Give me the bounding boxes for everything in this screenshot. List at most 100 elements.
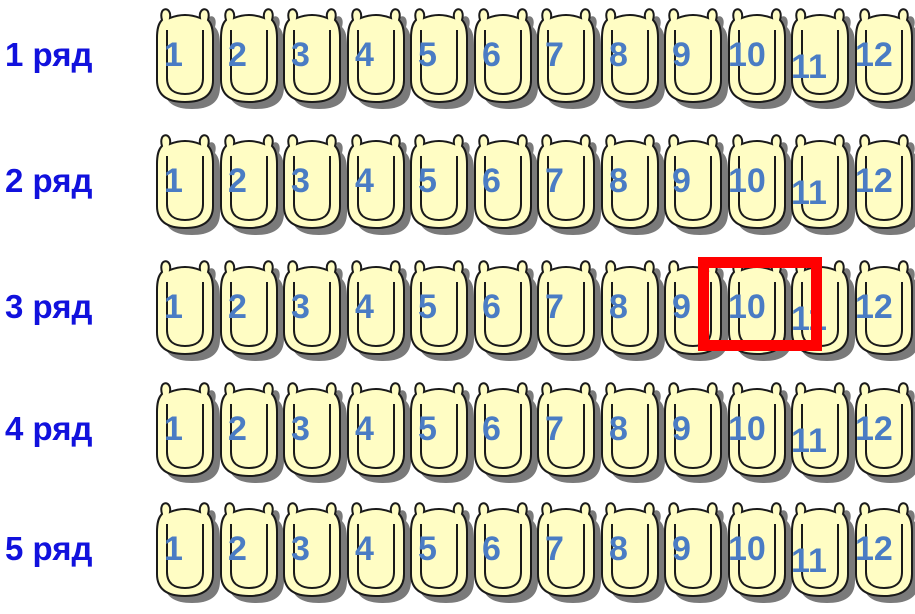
seat[interactable]: 11: [785, 374, 855, 486]
seat-chair-icon: [404, 252, 474, 364]
seat-row: 4 ряд123456789101112: [0, 374, 915, 486]
seat-number: 11: [791, 544, 827, 578]
seat-chair-icon: [468, 126, 538, 238]
seat-number: 8: [609, 412, 628, 446]
seat[interactable]: 9: [658, 374, 728, 486]
seat[interactable]: 2: [214, 0, 284, 112]
seat[interactable]: 7: [531, 494, 601, 606]
seat-number: 8: [609, 164, 628, 198]
seat-number: 12: [855, 164, 893, 198]
seat-row: 5 ряд123456789101112: [0, 494, 915, 606]
seat[interactable]: 12: [849, 494, 915, 606]
seat-chair-icon: [277, 0, 347, 112]
seat[interactable]: 11: [785, 126, 855, 238]
seat[interactable]: 2: [214, 252, 284, 364]
seat[interactable]: 4: [341, 374, 411, 486]
seat[interactable]: 8: [595, 494, 665, 606]
row-label: 3 ряд: [5, 290, 92, 323]
seat[interactable]: 6: [468, 494, 538, 606]
seat-number: 3: [291, 38, 310, 72]
seat[interactable]: 9: [658, 0, 728, 112]
seat[interactable]: 4: [341, 0, 411, 112]
seat[interactable]: 6: [468, 126, 538, 238]
seat[interactable]: 10: [722, 126, 792, 238]
seat-number: 5: [418, 290, 437, 324]
seat-chair-icon: [214, 494, 284, 606]
seat[interactable]: 3: [277, 374, 347, 486]
seat[interactable]: 9: [658, 494, 728, 606]
seat[interactable]: 2: [214, 374, 284, 486]
seat[interactable]: 3: [277, 126, 347, 238]
seat-number: 5: [418, 164, 437, 198]
seat[interactable]: 8: [595, 374, 665, 486]
seat[interactable]: 3: [277, 494, 347, 606]
seat[interactable]: 7: [531, 126, 601, 238]
row-label: 4 ряд: [5, 412, 92, 445]
seat-number: 9: [672, 532, 691, 566]
seat-chair-icon: [531, 494, 601, 606]
seat[interactable]: 1: [150, 252, 220, 364]
seat[interactable]: 11: [785, 494, 855, 606]
seat-number: 12: [855, 38, 893, 72]
seat-chair-icon: [658, 126, 728, 238]
seat[interactable]: 12: [849, 126, 915, 238]
seat-chair-icon: [404, 126, 474, 238]
seat-number: 5: [418, 38, 437, 72]
seat-number: 8: [609, 290, 628, 324]
seat[interactable]: 6: [468, 252, 538, 364]
seat[interactable]: 5: [404, 0, 474, 112]
seat[interactable]: 8: [595, 252, 665, 364]
seat[interactable]: 3: [277, 252, 347, 364]
seat[interactable]: 8: [595, 126, 665, 238]
seat[interactable]: 5: [404, 494, 474, 606]
seat[interactable]: 10: [722, 374, 792, 486]
seat-chair-icon: [468, 252, 538, 364]
seat[interactable]: 4: [341, 252, 411, 364]
seat-number: 10: [728, 164, 766, 198]
seat[interactable]: 12: [849, 374, 915, 486]
seat[interactable]: 5: [404, 252, 474, 364]
seat[interactable]: 7: [531, 0, 601, 112]
seat[interactable]: 5: [404, 374, 474, 486]
seat[interactable]: 11: [785, 0, 855, 112]
seat-chair-icon: [531, 252, 601, 364]
seat-chair-icon: [150, 126, 220, 238]
seat-number: 4: [355, 38, 374, 72]
seat-chair-icon: [595, 494, 665, 606]
seat-chair-icon: [531, 0, 601, 112]
seat[interactable]: 7: [531, 252, 601, 364]
seat[interactable]: 6: [468, 0, 538, 112]
seat[interactable]: 12: [849, 0, 915, 112]
seat-chair-icon: [150, 252, 220, 364]
seat[interactable]: 4: [341, 494, 411, 606]
seat-number: 3: [291, 412, 310, 446]
seat[interactable]: 2: [214, 126, 284, 238]
seat-chair-icon: [214, 126, 284, 238]
seat[interactable]: 6: [468, 374, 538, 486]
seat[interactable]: 3: [277, 0, 347, 112]
seat[interactable]: 12: [849, 252, 915, 364]
seat-number: 7: [545, 412, 564, 446]
seat[interactable]: 1: [150, 494, 220, 606]
seat-chair-icon: [468, 374, 538, 486]
seat-number: 7: [545, 290, 564, 324]
seat[interactable]: 5: [404, 126, 474, 238]
seat[interactable]: 10: [722, 494, 792, 606]
seat[interactable]: 2: [214, 494, 284, 606]
seat-number: 6: [482, 412, 501, 446]
seat[interactable]: 7: [531, 374, 601, 486]
seat-number: 10: [728, 532, 766, 566]
seat-number: 1: [164, 290, 183, 324]
seat[interactable]: 1: [150, 126, 220, 238]
seat-chair-icon: [341, 252, 411, 364]
seat[interactable]: 10: [722, 0, 792, 112]
seat[interactable]: 1: [150, 374, 220, 486]
seat-number: 12: [855, 532, 893, 566]
seat-chair-icon: [341, 0, 411, 112]
seat[interactable]: 8: [595, 0, 665, 112]
seat[interactable]: 9: [658, 126, 728, 238]
seat-chair-icon: [531, 374, 601, 486]
seat[interactable]: 4: [341, 126, 411, 238]
seat-number: 9: [672, 290, 691, 324]
seat[interactable]: 1: [150, 0, 220, 112]
